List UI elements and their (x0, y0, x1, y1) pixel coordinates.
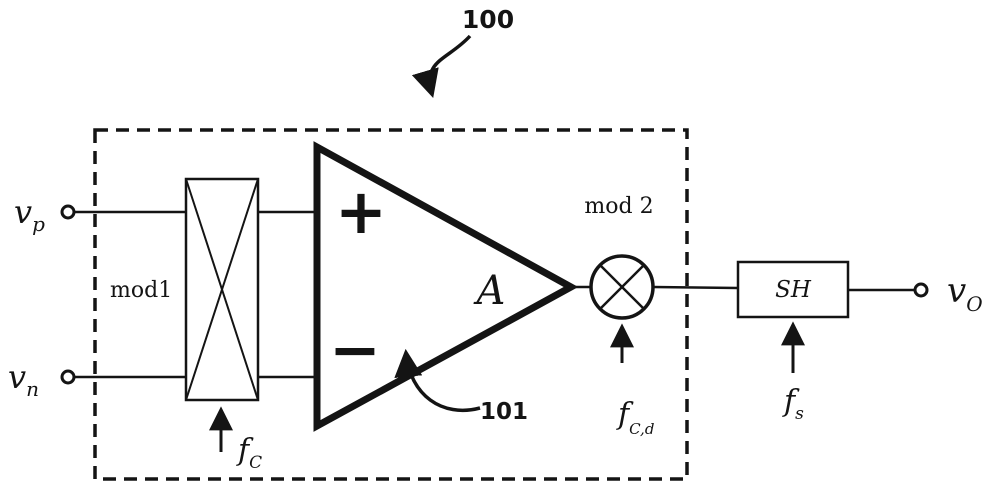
mod1-label: mod1 (110, 278, 172, 303)
fc-label: fC (236, 433, 262, 473)
mod1-cross-line-2 (185, 178, 259, 401)
amplifier-triangle (313, 141, 579, 432)
vo-label: vO (947, 271, 983, 316)
gain-label: A (473, 268, 506, 314)
fcd-label: fC,d (616, 397, 654, 438)
vp-label: vp (14, 193, 45, 236)
sample-hold-box (736, 260, 850, 319)
ref-100-label: 100 (462, 5, 514, 34)
ref-101-label: 101 (480, 399, 528, 425)
mod2-label: mod 2 (584, 194, 653, 219)
ref-100-arrow (411, 34, 472, 99)
mod1-chopper (184, 177, 260, 402)
mod2-to-sh-wire (652, 285, 739, 290)
vn-label: vn (8, 358, 39, 401)
vp-terminal (60, 204, 76, 220)
mod2-cross-line-2 (599, 264, 645, 310)
sample-hold-label: SH (775, 277, 812, 303)
minus-input-label: − (329, 313, 381, 386)
ref-101-arrow (394, 348, 481, 413)
plus-input-label: + (335, 175, 387, 248)
system-boundary-box (93, 128, 689, 481)
mod2-multiplier (589, 254, 655, 320)
vo-terminal (913, 282, 929, 298)
fs-label: fs (782, 384, 804, 424)
vn-terminal (60, 369, 76, 385)
